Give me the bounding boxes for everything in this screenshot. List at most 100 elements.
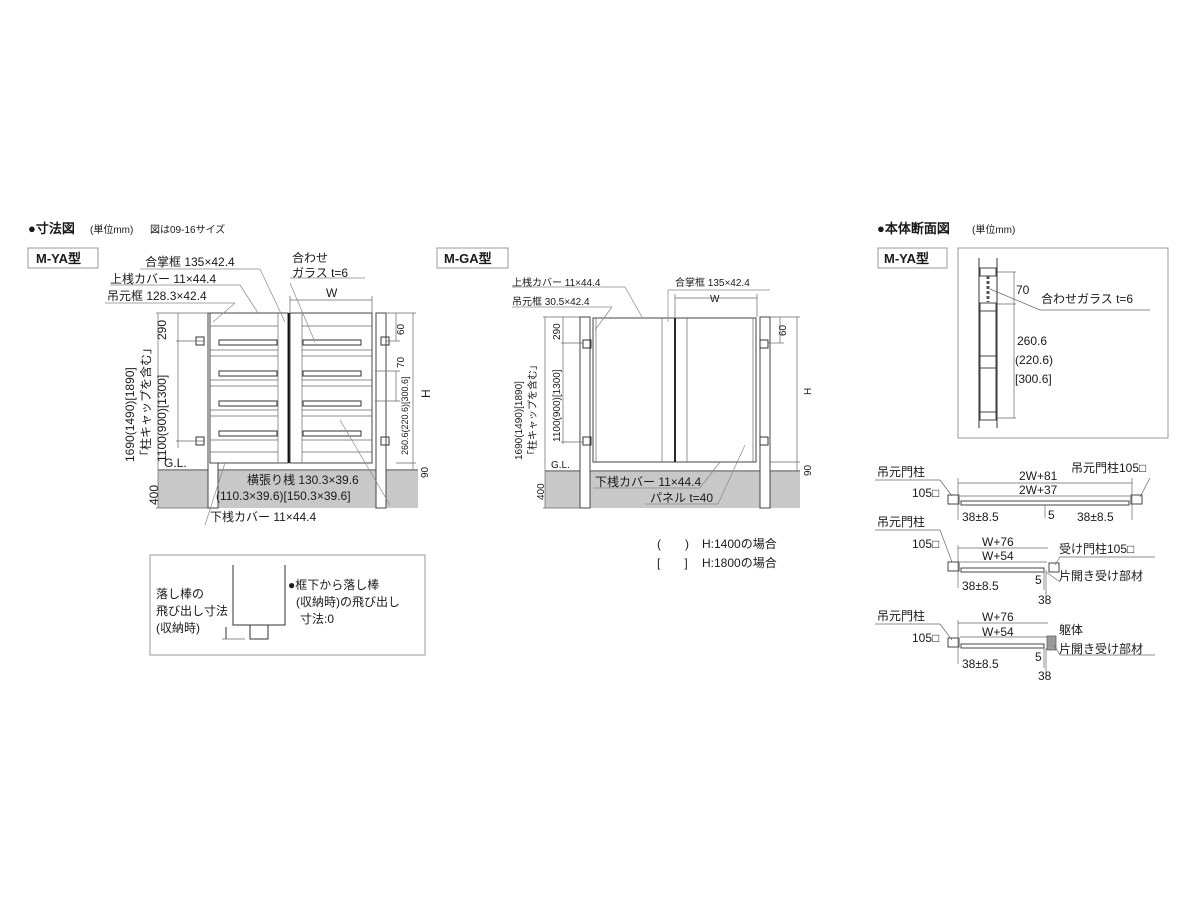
- label-hinge-frame: 吊元框 30.5×42.4: [512, 295, 590, 308]
- gl-label: G.L.: [164, 456, 187, 470]
- label-top-rail-cover: 上桟カバー 11×44.4: [512, 276, 601, 289]
- ground-center: [218, 471, 376, 508]
- plan1-gap-left: 38±8.5: [962, 510, 999, 524]
- legend-mark-bracket: [ ]: [657, 556, 688, 570]
- plan2-gap-5: 5: [1035, 573, 1042, 587]
- post-right: [375, 312, 387, 509]
- left-section: ●寸法図 (単位mm) 図は09-16サイズ M-YA型: [27, 221, 433, 526]
- middle-section: M-GA型: [436, 247, 814, 570]
- plan3-wall: 躯体: [1059, 622, 1083, 637]
- ground-left: [158, 471, 208, 508]
- section-title: ●寸法図: [28, 221, 75, 236]
- drop-rod-note: 落し棒の 飛び出し寸法 (収納時) ●框下から落し棒 (収納時)の飛び出し 寸法…: [149, 554, 426, 656]
- gate-right-leaf: [289, 312, 373, 464]
- dim-cap-note: 「柱キャップを含む」: [138, 342, 153, 462]
- label-horizontal-slat-alt: (110.3×39.6)[150.3×39.6]: [216, 489, 351, 503]
- dim-height-total: 1690(1490)[1890]: [123, 367, 137, 462]
- label-bottom-rail-cover: 下桟カバー 11×44.4: [210, 510, 316, 524]
- dim-pitch-2: (220.6): [1015, 353, 1053, 367]
- dimension-lines: [156, 296, 416, 509]
- dim-pitch-3: [300.6]: [1015, 372, 1052, 386]
- label-hinge-frame: 吊元框 128.3×42.4: [107, 289, 207, 303]
- legend-mark-paren: ( ): [657, 537, 689, 551]
- right-section: ●本体断面図 (単位mm) M-YA型 70 合わせガラス t=6 260.6: [875, 221, 1169, 683]
- dim-60: 60: [396, 323, 407, 335]
- plan3-gap-5: 5: [1035, 650, 1042, 664]
- plan3-dim-inner: W+54: [982, 625, 1014, 639]
- dim-90: 90: [803, 464, 814, 476]
- leader-lines: [105, 268, 391, 526]
- ground-right: [770, 472, 800, 508]
- type-label: M-YA型: [36, 251, 81, 266]
- type-label: M-YA型: [884, 251, 929, 266]
- plan2-receiver: 片開き受け部材: [1059, 568, 1143, 583]
- unit-label: (単位mm): [90, 223, 133, 236]
- plan3-post-left: 吊元門柱: [877, 608, 925, 623]
- plan3-gap-38: 38: [1038, 669, 1052, 683]
- dim-90: 90: [420, 466, 431, 478]
- note-right-2: (収納時)の飛び出し: [296, 595, 400, 609]
- plan2-post-left: 吊元門柱: [877, 514, 925, 529]
- plan1-gap-right: 38±8.5: [1077, 510, 1114, 524]
- section-title: ●本体断面図: [877, 221, 950, 236]
- ground-left: [545, 472, 580, 508]
- type-badge: [436, 247, 509, 269]
- plan3-dim-outer: W+76: [982, 610, 1014, 624]
- plan3-receiver: 片開き受け部材: [1059, 641, 1143, 656]
- post-right: [759, 316, 771, 509]
- note-right-3: 寸法:0: [300, 612, 334, 626]
- plan1-gap-mid: 5: [1048, 508, 1055, 522]
- wall-block: [1046, 635, 1057, 651]
- ground-right: [386, 471, 418, 508]
- label-gassho-frame: 合掌框 135×42.4: [145, 254, 235, 269]
- gate-panels: [592, 317, 757, 463]
- dim-pitch: 260.6(220.6)[300.6]: [400, 376, 410, 455]
- plan1-post-right: 吊元門柱105□: [1071, 460, 1146, 475]
- label-horizontal-slat: 横張り桟 130.3×39.6: [247, 473, 359, 487]
- note-left-3: (収納時): [156, 621, 200, 635]
- dim-hinge-height: 1100(900)[1300]: [552, 369, 563, 442]
- note-left-2: 飛び出し寸法: [156, 604, 228, 618]
- dim-400: 400: [147, 485, 161, 505]
- plan2-dim-outer: W+76: [982, 535, 1014, 549]
- dim-height-total: 1690(1490)[1890]: [514, 381, 525, 460]
- profile-section: [978, 258, 998, 428]
- label-panel: パネル t=40: [650, 491, 713, 505]
- dim-h: H: [803, 388, 814, 395]
- note-right-1: ●框下から落し棒: [288, 578, 379, 592]
- gl-label: G.L.: [551, 460, 570, 471]
- post-left: [579, 316, 591, 509]
- dim-hinge-height: 1100(900)[1300]: [155, 375, 169, 462]
- dim-290: 290: [155, 320, 169, 340]
- label-bottom-rail-cover: 下桟カバー 11×44.4: [595, 475, 701, 489]
- dim-h: H: [419, 389, 433, 398]
- plan-single-gate-post: 吊元門柱 105□ 受け門柱105□ 片開き受け部材 W+76 W+54 38±…: [875, 514, 1155, 607]
- plan2-gap-38: 38: [1038, 593, 1052, 607]
- leader-lines: [512, 286, 770, 505]
- size-note: 図は09-16サイズ: [150, 223, 225, 236]
- legend: ( ) H:1400の場合 [ ] H:1800の場合: [657, 536, 777, 570]
- legend-text-1400: H:1400の場合: [702, 536, 777, 551]
- plan-single-gate-wall: 吊元門柱 105□ 躯体 片開き受け部材 W+76 W+54 38±8.5 5 …: [875, 608, 1155, 683]
- dim-pitch-1: 260.6: [1017, 334, 1047, 348]
- dim-400: 400: [536, 483, 547, 500]
- hinge-icons: [582, 339, 769, 446]
- legend-text-1800: H:1800の場合: [702, 555, 777, 570]
- plan1-post-left: 吊元門柱: [877, 464, 925, 479]
- dim-w: W: [710, 294, 720, 305]
- plan1-dim-inner: 2W+37: [1019, 483, 1058, 497]
- type-label: M-GA型: [444, 251, 492, 266]
- note-left-1: 落し棒の: [156, 587, 204, 601]
- plan-double-gate: 吊元門柱 105□ 吊元門柱105□ 2W+81 2W+37 38±8.5 5 …: [875, 460, 1151, 524]
- dim-290: 290: [552, 323, 563, 340]
- dim-70: 70: [396, 356, 407, 368]
- section-dimension-lines: [989, 271, 1150, 419]
- plan3-post-left-size: 105□: [912, 631, 939, 645]
- label-top-rail-cover: 上桟カバー 11×44.4: [110, 272, 216, 286]
- ground-center: [590, 472, 760, 508]
- gate-left-leaf: [209, 312, 289, 464]
- plan2-post-left-size: 105□: [912, 537, 939, 551]
- plan3-gap-left: 38±8.5: [962, 657, 999, 671]
- plan2-gap-left: 38±8.5: [962, 579, 999, 593]
